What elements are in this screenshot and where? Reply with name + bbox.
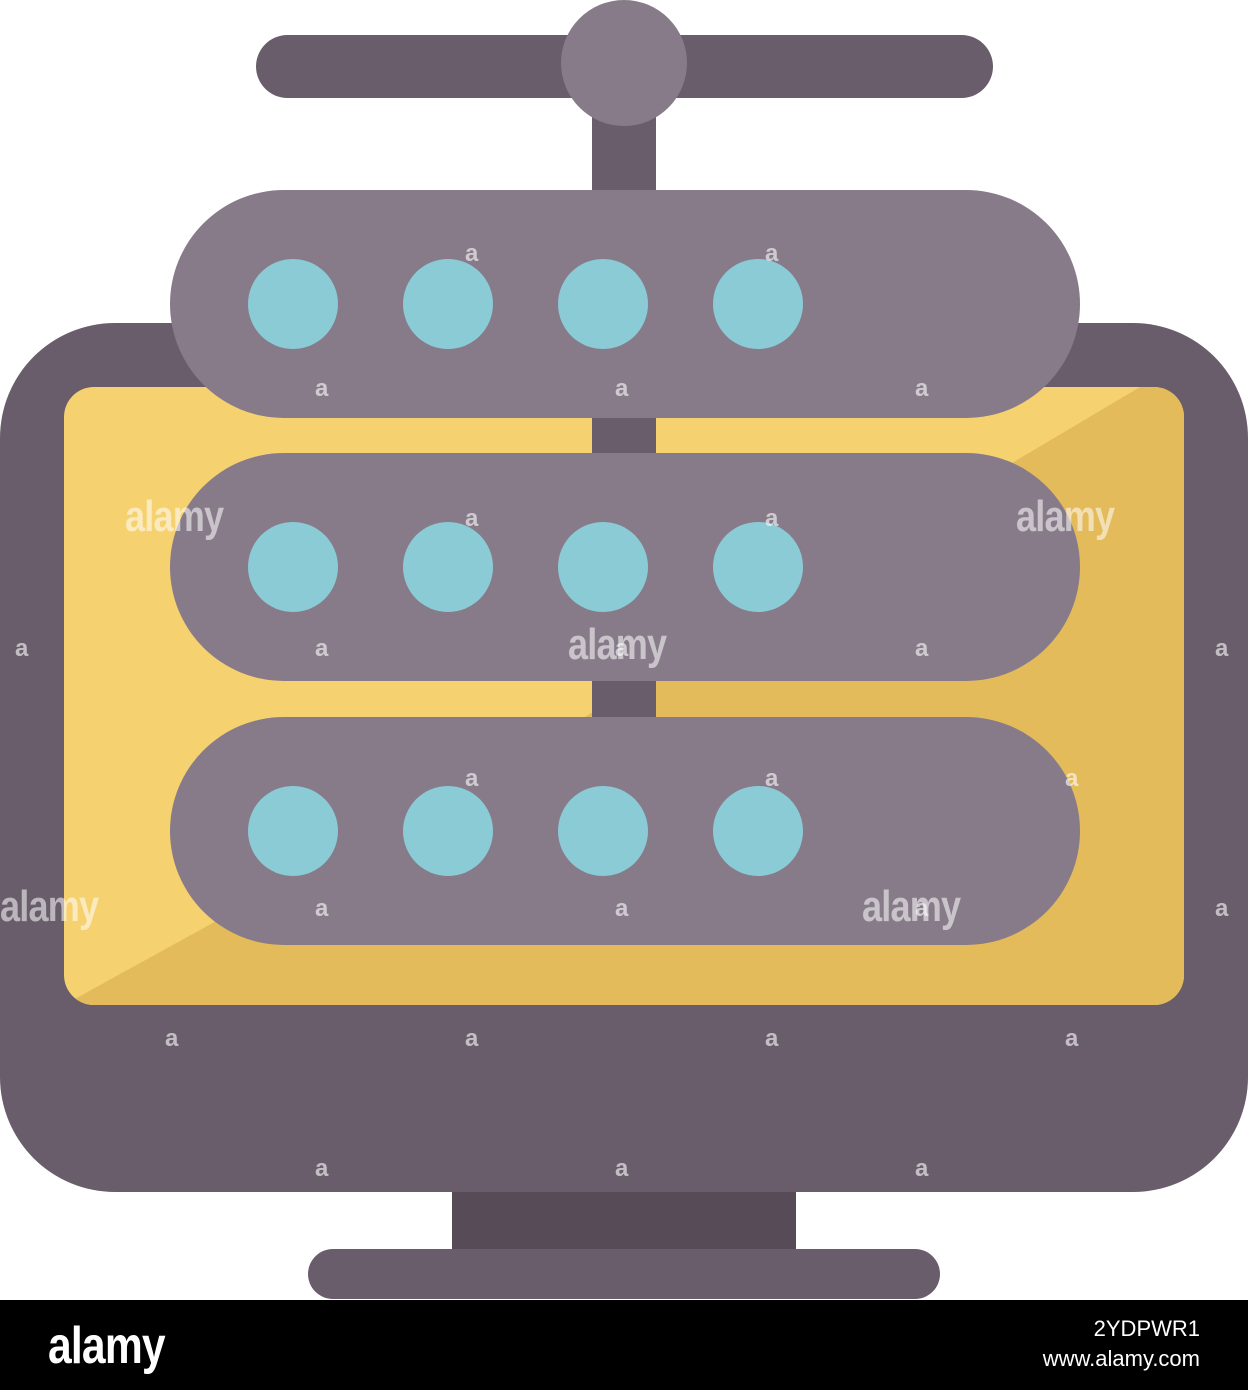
server-light: [713, 259, 803, 349]
footer-url: www.alamy.com: [1042, 1346, 1200, 1371]
server-light: [248, 259, 338, 349]
server-light: [248, 786, 338, 876]
server-light: [558, 522, 648, 612]
monitor-stand-base: [308, 1249, 940, 1299]
server-light: [403, 259, 493, 349]
footer-logo: alamy: [48, 1317, 166, 1375]
server-light: [248, 522, 338, 612]
server-light: [713, 522, 803, 612]
antenna-node: [561, 0, 687, 126]
footer-info: 2YDPWR1 www.alamy.com: [1043, 1314, 1200, 1374]
monitor-server-network-icon: [0, 0, 1248, 1299]
server-light: [713, 786, 803, 876]
footer-bar: alamy 2YDPWR1 www.alamy.com: [0, 1300, 1248, 1390]
server-light: [558, 786, 648, 876]
monitor-stand-neck: [452, 1180, 796, 1260]
server-light: [403, 786, 493, 876]
footer-image-id: 2YDPWR1: [1093, 1316, 1200, 1341]
server-light: [558, 259, 648, 349]
server-light: [403, 522, 493, 612]
